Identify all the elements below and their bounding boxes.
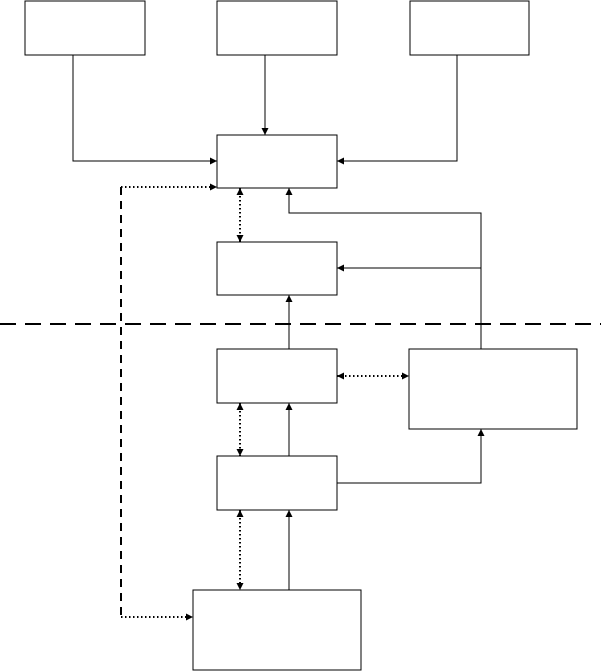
input-right-box xyxy=(409,0,530,56)
side-to-upper-arrow xyxy=(285,188,482,349)
upper-node-box xyxy=(216,134,338,189)
input-center-box xyxy=(216,0,338,56)
side-node-box xyxy=(408,348,578,430)
left-to-upper-arrow xyxy=(72,55,217,165)
input-left-box xyxy=(24,0,146,56)
lower2-to-side-arrow xyxy=(337,429,485,484)
middle-node-box xyxy=(216,241,338,296)
lower-node-2-box xyxy=(216,455,338,511)
bottom-node-box xyxy=(192,589,362,671)
lower-node-1-box xyxy=(216,348,338,404)
right-to-upper-arrow xyxy=(337,55,458,165)
